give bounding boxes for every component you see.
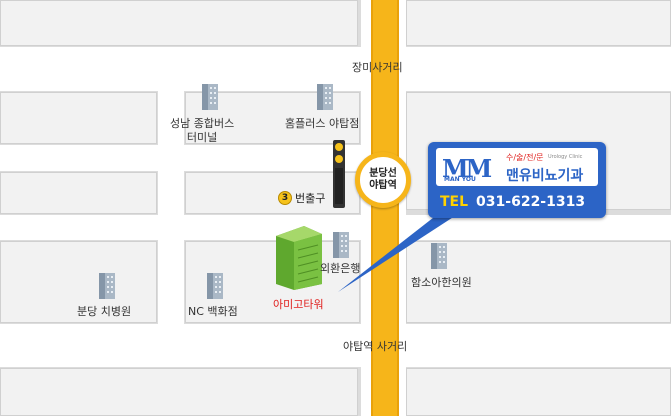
block-row2-a: [0, 92, 157, 144]
office-building-icon: [314, 82, 336, 110]
exit-number-badge: 3: [278, 191, 292, 205]
office-building-icon: [96, 271, 118, 299]
road-vertical-mid: [361, 0, 371, 416]
block-row3-a: [0, 172, 157, 214]
landmark-nc-department: NC 백화점: [188, 305, 238, 318]
landmark-exchange-bank: 외환은행: [320, 262, 361, 275]
office-building-icon: [330, 230, 352, 258]
clinic-logo-sub: MAN YOU: [444, 176, 476, 183]
road-row2-h: [0, 145, 371, 171]
tel-label: TEL: [440, 194, 469, 210]
exit-marker: 3 번출구: [278, 190, 325, 206]
block-bottom-right: [406, 368, 671, 416]
station-name: 분당선 야탑역: [369, 168, 397, 191]
office-building-icon: [199, 82, 221, 110]
clinic-logo-icon: MM: [442, 154, 492, 183]
intersection-label-top: 장미사거리: [352, 61, 403, 74]
block-row4-a: [0, 241, 157, 323]
landmark-bundang-hospital: 분당 치병원: [77, 305, 132, 318]
green-tower-icon: [276, 226, 322, 290]
office-building-icon: [204, 271, 226, 299]
landmark-bus-terminal: 성남 종합버스 터미널: [170, 117, 235, 144]
landmark-amigo-tower: 아미고타워: [273, 298, 324, 311]
clinic-tagline-en: Urology Clinic: [548, 154, 583, 160]
road-top-horizontal: [0, 47, 671, 91]
block-top-right: [406, 0, 671, 46]
block-row3-b: [185, 172, 360, 214]
intersection-label-bottom: 야탑역 사거리: [343, 340, 408, 353]
exit-label: 번출구: [295, 192, 326, 205]
subway-entrance-icon: [332, 140, 346, 208]
station-badge-yatap: 분당선 야탑역: [355, 152, 411, 208]
landmark-hamso-clinic: 함소아한의원: [411, 276, 472, 289]
tel-number: 031-622-1313: [476, 194, 586, 210]
clinic-phone: TEL 031-622-1313: [440, 194, 585, 210]
road-bottom-horizontal: [0, 324, 671, 367]
subway-line-bundang: [371, 0, 399, 416]
clinic-callout: MM MAN YOU 수/술/전/문 Urology Clinic 맨유비뇨기과…: [428, 142, 606, 218]
road-vertical-left: [158, 91, 184, 324]
block-row4-b: [185, 241, 360, 323]
block-row4-right: [406, 241, 671, 323]
clinic-logo-box: MM MAN YOU 수/술/전/문 Urology Clinic 맨유비뇨기과: [436, 148, 598, 186]
clinic-tagline: 수/술/전/문: [506, 153, 544, 162]
block-top-left: [0, 0, 358, 46]
landmark-homeplus: 홈플러스 야탑점: [285, 117, 360, 130]
clinic-name: 맨유비뇨기과: [506, 168, 584, 184]
road-vertical-right: [399, 0, 406, 416]
block-bottom-left: [0, 368, 358, 416]
office-building-icon: [428, 241, 450, 269]
